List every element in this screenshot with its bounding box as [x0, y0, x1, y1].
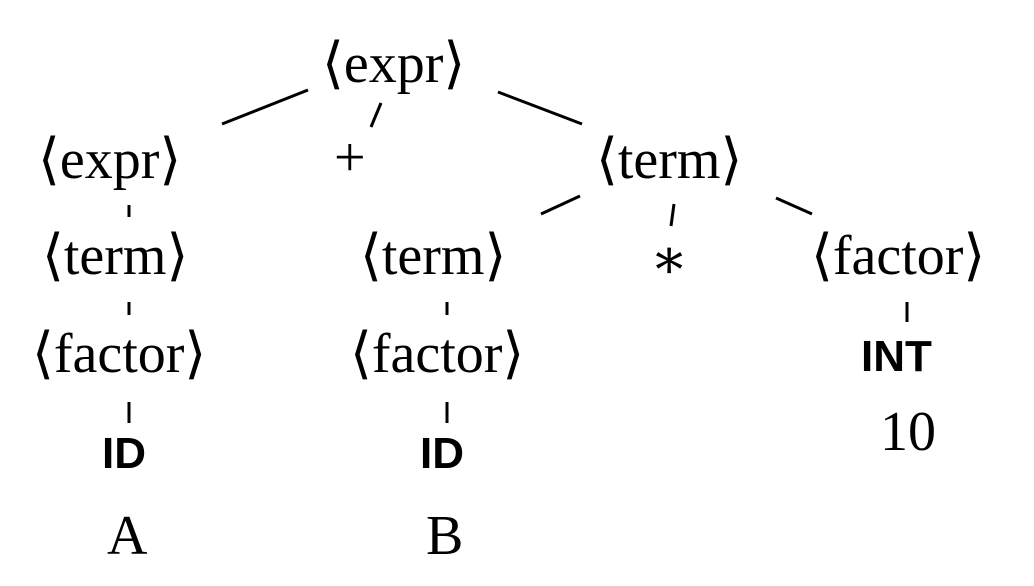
node-expr-left: ⟨expr⟩ — [38, 129, 182, 191]
edge-term-to-star — [669, 203, 676, 227]
node-term-left: ⟨term⟩ — [42, 225, 189, 287]
edge-expr-to-expr — [221, 88, 309, 126]
node-term-right: ⟨term⟩ — [596, 129, 743, 191]
edge-term-to-term-mid — [540, 194, 581, 216]
node-term-mid: ⟨term⟩ — [360, 225, 507, 287]
node-factor-right: ⟨factor⟩ — [811, 225, 986, 287]
node-lexeme-b: B — [426, 505, 464, 567]
node-factor-mid: ⟨factor⟩ — [350, 323, 525, 385]
node-star-operator: ∗ — [650, 229, 689, 291]
node-expr-root: ⟨expr⟩ — [322, 33, 466, 95]
node-id-token-mid: ID — [420, 429, 464, 478]
node-int-value: 10 — [880, 401, 936, 463]
node-plus-operator: + — [334, 127, 366, 189]
node-id-token-left: ID — [102, 429, 146, 478]
edge-expr-to-plus — [369, 102, 383, 128]
edge-term-to-factor-right — [775, 196, 813, 216]
node-int-token: INT — [861, 332, 932, 381]
node-lexeme-a: A — [107, 505, 148, 567]
edge-expr-to-term — [497, 90, 583, 126]
node-factor-left: ⟨factor⟩ — [32, 323, 207, 385]
